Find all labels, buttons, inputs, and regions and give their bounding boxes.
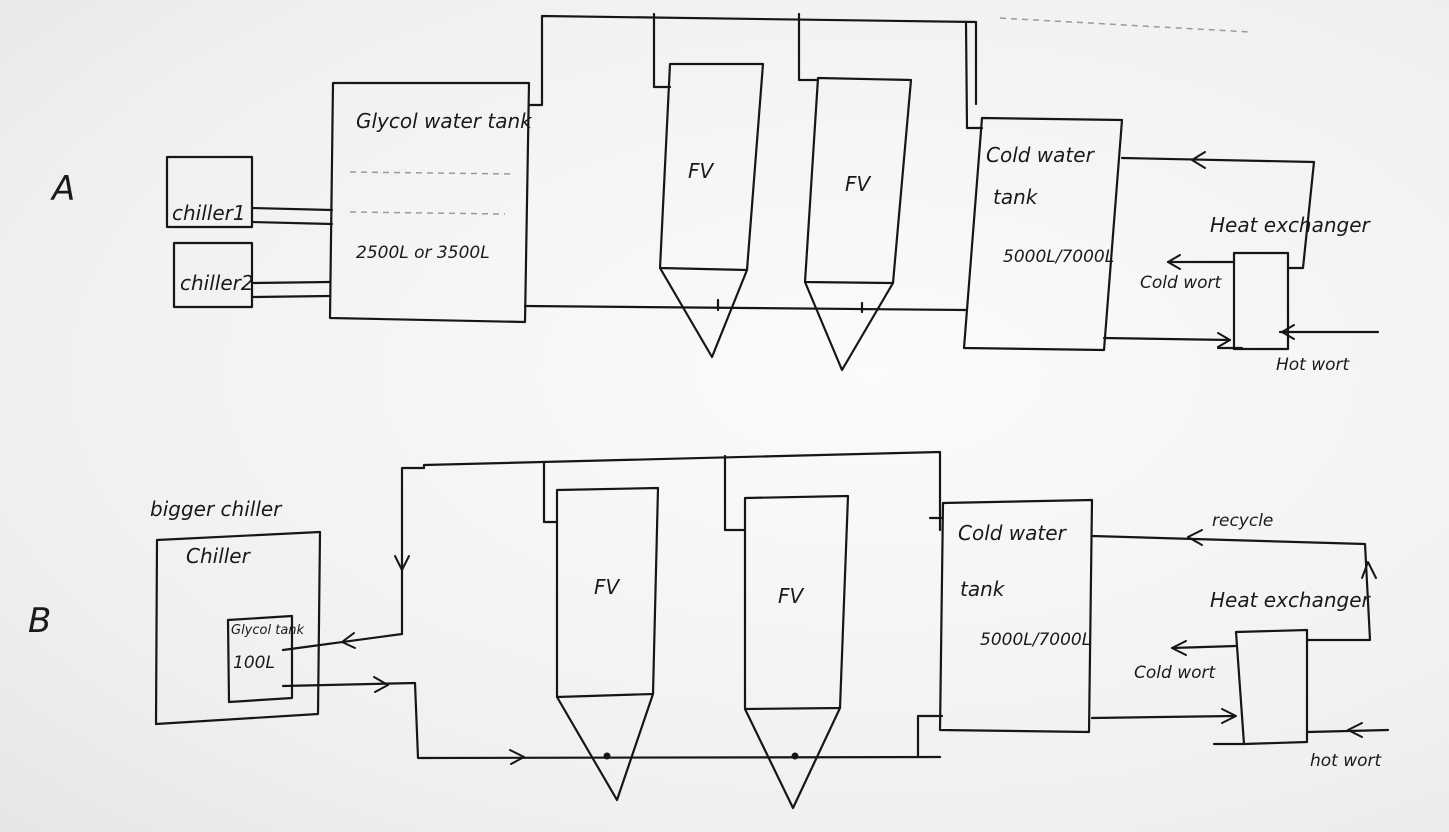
fv2-label-b: FV <box>778 584 805 608</box>
chiller2-label: chiller2 <box>180 271 254 295</box>
cold-water-tank-a <box>962 116 1124 352</box>
cold-tank-b-label-2: tank <box>960 577 1006 601</box>
down-arrow-b <box>394 555 410 571</box>
return-to-chiller-arrow <box>341 632 356 649</box>
chiller1-box <box>165 155 254 229</box>
fv2-jacket-pipe <box>797 12 820 82</box>
fv1-jacket-pipe-b <box>542 460 559 524</box>
glycol-tank-volume: 2500L or 3500L <box>356 243 490 263</box>
bottom-line-arrow-b <box>509 749 525 765</box>
fv2-jacket-pipe-b <box>723 454 747 532</box>
glycol-tank-label: Glycol water tank <box>356 109 533 133</box>
hot-wort-b-label: hot wort <box>1310 751 1383 771</box>
fv2-outlet-valve <box>791 752 799 760</box>
faint-pencil-line <box>999 17 1251 33</box>
tank-to-exchanger-arrow-b <box>1221 708 1237 724</box>
supply-arrow-b <box>373 676 389 693</box>
return-to-cold-tank-b <box>916 714 944 759</box>
glycol-water-tank <box>328 81 531 324</box>
cold-water-tank-b <box>938 498 1094 734</box>
hot-wort-label: Hot wort <box>1276 355 1351 375</box>
fv2-label: FV <box>845 172 872 196</box>
cold-tank-inlet-pipe <box>964 20 984 130</box>
recycle-arrow-a <box>1191 151 1206 169</box>
chiller1-label: chiller1 <box>172 201 246 225</box>
cold-wort-label: Cold wort <box>1140 273 1222 293</box>
internal-glycol-volume: 100L <box>233 653 275 673</box>
heat-exchanger-a <box>1232 251 1290 351</box>
tank-to-exchanger-a <box>1102 336 1232 342</box>
recycle-label: recycle <box>1212 511 1273 531</box>
fv1-label: FV <box>688 159 715 183</box>
fv1-label-b: FV <box>594 575 621 599</box>
hot-wort-arrow-a <box>1281 324 1295 340</box>
tank-to-exchanger-b <box>1090 714 1236 720</box>
return-line-a <box>523 298 968 314</box>
chiller2-pipes <box>250 280 332 299</box>
heat-exchanger-b-label: Heat exchanger <box>1210 588 1372 612</box>
fv2-cone-b <box>744 707 841 810</box>
tank-to-exchanger-arrow-a <box>1217 332 1231 348</box>
recycle-up-arrow-b <box>1361 561 1377 579</box>
fv1-cone <box>659 267 749 359</box>
cold-tank-b-volume: 5000L/7000L <box>980 630 1091 650</box>
recycle-loop-b <box>1090 534 1372 642</box>
section-b: B bigger chiller Chiller Glycol tank 100… <box>28 450 1390 810</box>
internal-glycol-label: Glycol tank <box>231 623 305 638</box>
big-chiller-box <box>154 530 322 726</box>
cold-tank-volume: 5000L/7000L <box>1003 247 1114 267</box>
fv1-jacket-pipe <box>652 12 672 89</box>
chiller1-pipes <box>250 206 334 226</box>
cold-wort-b-label: Cold wort <box>1134 663 1216 683</box>
crossed-out-text <box>349 171 516 215</box>
cold-tank-b-label-1: Cold water <box>958 521 1068 545</box>
chiller-label: Chiller <box>186 544 252 568</box>
cold-wort-arrow-a <box>1167 254 1181 270</box>
fv1-cone-b <box>556 693 655 802</box>
supply-line-b <box>281 681 942 760</box>
hot-wort-arrow-b <box>1347 722 1363 738</box>
cold-wort-line-b <box>1170 644 1238 650</box>
recycle-loop-a <box>1120 156 1316 270</box>
section-a: A chiller1 chiller2 Glycol water tank 25… <box>50 12 1380 375</box>
top-loop-b <box>400 450 942 636</box>
chiller2-box <box>172 241 254 309</box>
recycle-arrow-b <box>1187 529 1203 546</box>
fv1-outlet-valve <box>603 752 611 760</box>
cold-wort-arrow-b <box>1171 640 1187 656</box>
heat-exchanger-label: Heat exchanger <box>1210 213 1372 237</box>
cold-tank-label-2: tank <box>993 185 1039 209</box>
section-b-letter: B <box>28 601 51 641</box>
cold-tank-label-1: Cold water <box>986 143 1096 167</box>
section-a-letter: A <box>50 169 75 209</box>
internal-glycol-tank <box>226 614 294 704</box>
fv2-cone <box>803 281 894 372</box>
bigger-chiller-label: bigger chiller <box>150 497 283 521</box>
heat-exchanger-b <box>1234 628 1309 746</box>
supply-loop-top <box>527 14 978 107</box>
